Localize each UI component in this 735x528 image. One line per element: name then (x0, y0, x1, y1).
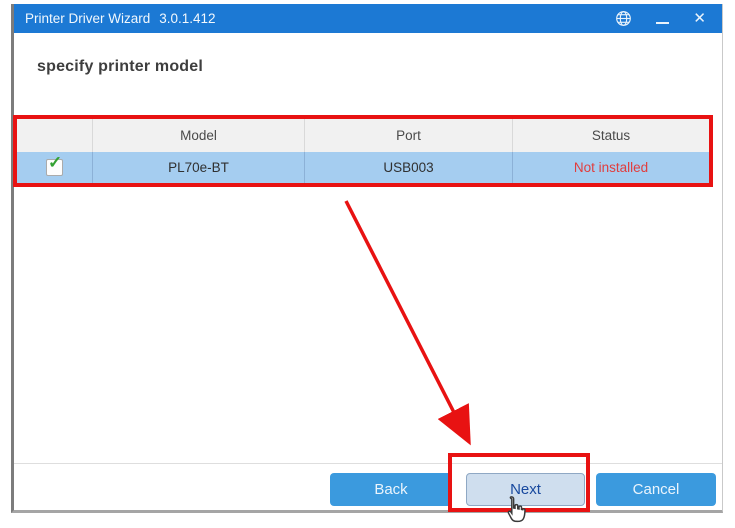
globe-icon[interactable] (615, 10, 632, 27)
cancel-button[interactable]: Cancel (596, 473, 716, 506)
wizard-window: Printer Driver Wizard 3.0.1.412 ✕ specif… (11, 4, 723, 513)
row-status: Not installed (573, 160, 649, 175)
minimize-icon[interactable] (656, 14, 670, 24)
header-port: Port (305, 119, 513, 152)
window-version: 3.0.1.412 (159, 11, 216, 26)
printer-table: Model Port Status ✓ PL70e-BT USB003 Not … (17, 119, 709, 183)
back-button[interactable]: Back (330, 473, 452, 506)
close-icon[interactable]: ✕ (693, 10, 706, 27)
window-title: Printer Driver Wizard (25, 11, 151, 26)
next-button[interactable]: Next (466, 473, 585, 506)
row-model: PL70e-BT (93, 152, 305, 183)
header-status: Status (591, 128, 631, 143)
row-port: USB003 (305, 152, 513, 183)
footer-divider (14, 463, 722, 464)
header-checkbox-column (17, 119, 93, 152)
titlebar-icons: ✕ (615, 10, 722, 27)
table-header-row: Model Port Status (17, 119, 709, 152)
row-checkbox[interactable]: ✓ (46, 154, 63, 176)
table-highlight-annotation: Model Port Status ✓ PL70e-BT USB003 Not … (13, 115, 713, 187)
table-row[interactable]: ✓ PL70e-BT USB003 Not installed (17, 152, 709, 183)
row-checkbox-cell: ✓ (17, 152, 93, 183)
checkmark-icon: ✓ (48, 153, 63, 172)
titlebar: Printer Driver Wizard 3.0.1.412 ✕ (14, 4, 722, 33)
header-model: Model (93, 119, 305, 152)
page-title: specify printer model (37, 58, 204, 75)
